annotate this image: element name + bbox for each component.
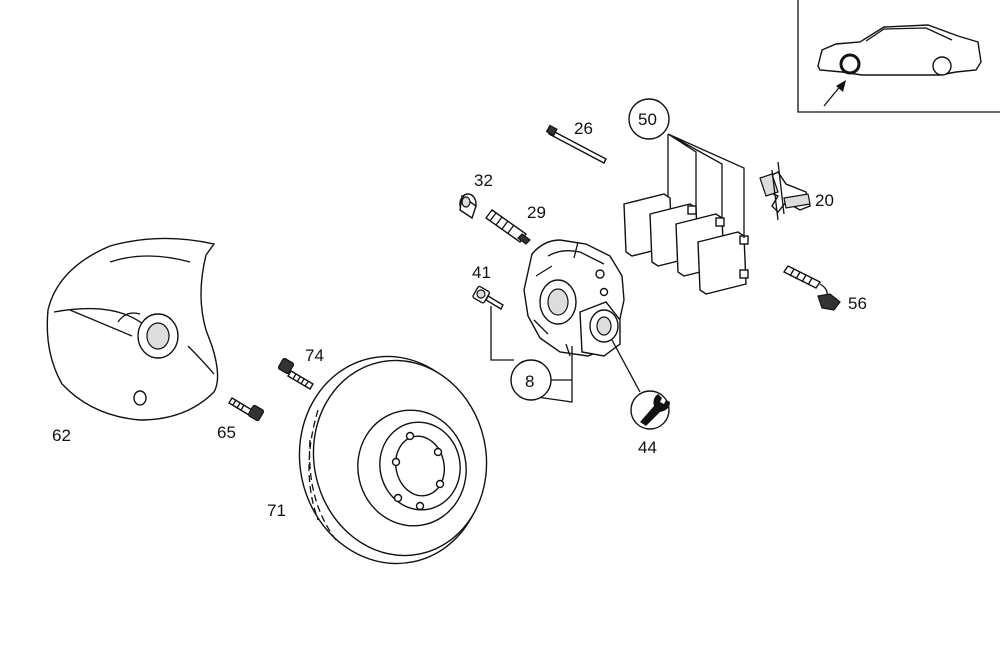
callout-41-label: 41 bbox=[472, 263, 491, 282]
callout-26-label: 26 bbox=[574, 119, 593, 138]
callout-29-label: 29 bbox=[527, 203, 546, 222]
bolt-41-part bbox=[472, 285, 504, 310]
bleeder-valve-29-part bbox=[485, 209, 531, 245]
callout-56-label: 56 bbox=[848, 294, 867, 313]
splash-shield-part bbox=[46, 237, 219, 421]
callout-74-label: 74 bbox=[305, 346, 324, 365]
bolt-65-part bbox=[228, 397, 265, 422]
leader-lines bbox=[69, 133, 745, 403]
wear-sensor-56-part bbox=[782, 265, 841, 311]
spring-clip-20-part bbox=[759, 161, 811, 221]
dust-cap-32-part bbox=[459, 193, 477, 220]
callout-8-circle bbox=[510, 359, 552, 401]
brake-pads-part bbox=[623, 193, 749, 295]
callout-32-label: 32 bbox=[474, 171, 493, 190]
callout-50-label: 50 bbox=[638, 110, 657, 129]
callout-65-label: 65 bbox=[217, 423, 236, 442]
callout-44-label: 44 bbox=[638, 438, 657, 457]
wrench-icon bbox=[630, 390, 670, 430]
brake-disc-part bbox=[298, 355, 488, 565]
pin-26-part bbox=[545, 124, 607, 164]
brake-caliper-part bbox=[523, 239, 625, 357]
callout-8-label: 8 bbox=[525, 372, 534, 391]
car-location-icon bbox=[817, 24, 982, 107]
callout-50-circle bbox=[628, 98, 670, 140]
bolt-74-part bbox=[277, 357, 314, 390]
callout-62-label: 62 bbox=[52, 426, 71, 445]
callout-71-label: 71 bbox=[267, 501, 286, 520]
car-location-inset bbox=[797, 0, 1000, 113]
callout-20-label: 20 bbox=[815, 191, 834, 210]
